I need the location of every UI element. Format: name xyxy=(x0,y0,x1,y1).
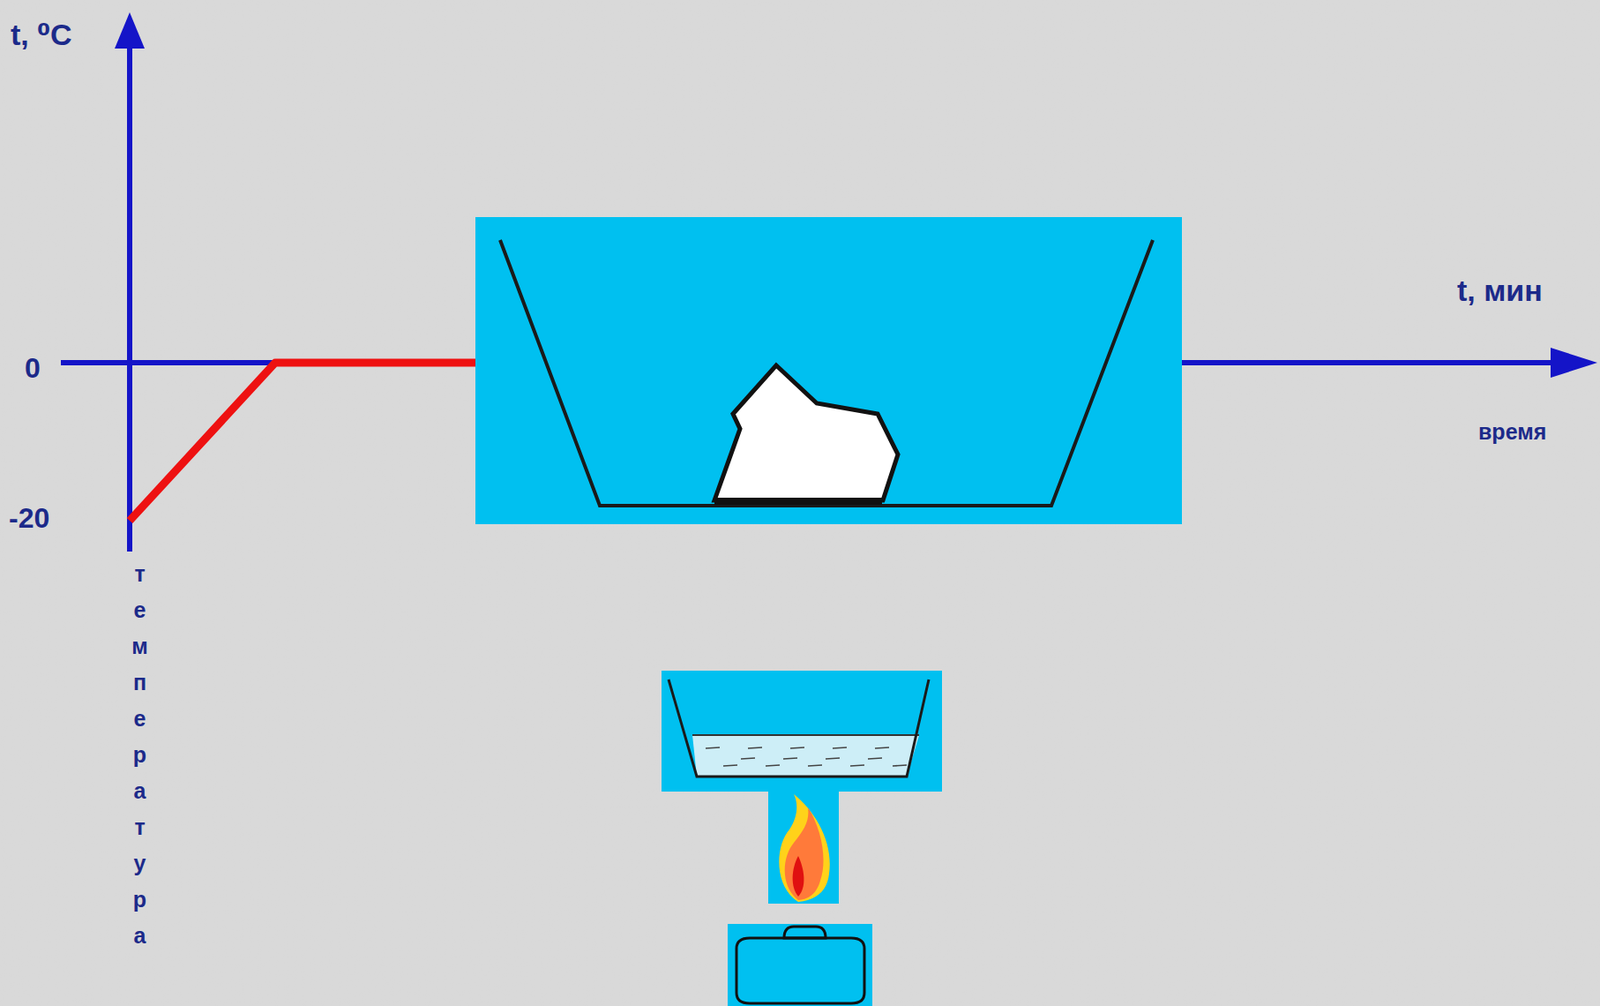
ice-base xyxy=(714,497,883,505)
ripple-stroke xyxy=(832,747,847,748)
axis-caption: время xyxy=(1478,420,1547,443)
temperature-axis xyxy=(127,35,133,552)
burner-cap xyxy=(784,926,826,938)
heating-graph xyxy=(129,362,477,521)
flame-middle xyxy=(785,807,824,900)
ice-piece xyxy=(714,365,898,501)
flame-panel xyxy=(768,791,839,904)
ripple-stroke xyxy=(723,764,738,766)
ripple-stroke xyxy=(740,757,756,759)
ripple-stroke xyxy=(850,764,865,766)
vessel-panel xyxy=(475,216,1182,524)
ripple-stroke xyxy=(892,764,907,766)
axis-arrowhead xyxy=(1550,347,1598,378)
ripple-stroke xyxy=(790,747,805,748)
water-surface xyxy=(692,733,920,736)
water-ripples xyxy=(705,747,907,766)
axis-label: t, мин xyxy=(1457,275,1543,306)
axis-label: t, ⁰C xyxy=(10,19,73,50)
tick-label: 0 xyxy=(24,353,41,382)
axis-arrowhead xyxy=(114,12,145,49)
burner-panel xyxy=(727,923,873,1006)
axis-caption: температура xyxy=(128,555,151,954)
ripple-stroke xyxy=(867,757,883,759)
water xyxy=(692,734,920,777)
ripple-stroke xyxy=(747,747,763,748)
ripple-stroke xyxy=(765,764,780,766)
ripple-stroke xyxy=(807,764,823,766)
ripple-stroke xyxy=(705,747,720,748)
flame-core xyxy=(792,855,805,897)
ripple-stroke xyxy=(783,757,798,759)
vessel xyxy=(500,239,1153,506)
tick-label: -20 xyxy=(8,503,50,532)
water-panel xyxy=(661,670,943,792)
ripple-stroke xyxy=(825,757,840,759)
flame-outer xyxy=(778,793,830,902)
burner-body xyxy=(736,937,865,1003)
small-vessel xyxy=(668,679,929,777)
ripple-stroke xyxy=(874,747,890,748)
